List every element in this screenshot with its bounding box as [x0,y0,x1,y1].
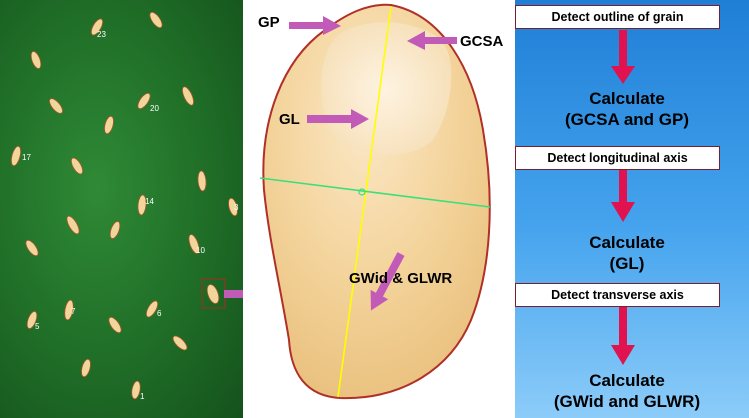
grain-number: 23 [97,30,106,39]
grain-field-svg [10,11,238,400]
gp-arrow-shaft [289,22,325,29]
grain [70,157,84,175]
longitudinal-axis [337,6,392,398]
grain [188,234,200,254]
grain [137,92,151,110]
grain-number: 3 [234,203,239,212]
grain [197,170,207,192]
calc-gl-line2: (GL) [609,254,645,273]
grain-number: 5 [35,322,40,331]
flow-arrow-3-shaft [619,307,627,349]
grain [30,51,42,69]
transverse-axis [259,177,491,208]
gcsa-arrow-shaft [423,37,457,44]
gl-arrow-shaft [307,115,353,123]
flow-arrow-3-head [611,345,635,365]
grain [145,300,159,318]
grain [25,239,39,257]
gwid-arrow [370,252,405,311]
flow-arrow-1-shaft [619,30,627,70]
grain [26,311,38,329]
grain-number: 10 [196,246,205,255]
gcsa-arrow-head [407,31,425,50]
grain [66,215,80,235]
grain [131,380,141,400]
calc-gl: Calculate (GL) [515,232,739,274]
grain [10,145,22,167]
flow-arrow-2-shaft [619,170,627,206]
grain [64,299,74,321]
grain-sample-image: 23 20 17 14 7 6 5 3 1 10 [0,0,243,418]
flow-arrow-1-head [611,66,635,84]
grain-number: 7 [71,307,76,316]
enlarged-grain-svg [259,3,491,400]
grain [137,194,147,216]
flow-arrow-2-head [611,202,635,222]
grain [108,316,122,334]
gp-arrow-head [323,16,341,35]
gl-label: GL [279,111,300,128]
gp-label: GP [258,14,280,31]
grain [81,358,91,378]
grain-number: 20 [150,104,159,113]
step-box-longitudinal: Detect longitudinal axis [515,146,720,170]
grain [109,221,121,239]
gwid-glwr-label: GWid & GLWR [349,270,453,287]
flow-arrows-svg [611,30,635,365]
calc-gcsa-gp: Calculate (GCSA and GP) [515,88,739,130]
calc-gwid-glwr-line2: (GWid and GLWR) [553,392,701,411]
grain [228,197,238,217]
gl-arrow-head [351,109,369,129]
grain [90,18,104,36]
calc-gl-line1: Calculate [589,233,665,252]
grain [172,335,188,351]
process-flowchart: Detect outline of grain Calculate (GCSA … [515,0,749,418]
calc-gwid-glwr-line1: Calculate [589,371,665,390]
grain [49,98,63,114]
gcsa-label: GCSA [460,33,504,50]
grain-number: 1 [140,392,145,401]
grain-number: 6 [157,309,162,318]
grain-diagram: GP GCSA GL GWid & GLWR [243,0,513,418]
calc-gwid-glwr: Calculate (GWid and GLWR) [515,370,739,412]
step-box-outline: Detect outline of grain [515,5,720,29]
grain [182,86,194,106]
step-box-transverse: Detect transverse axis [515,283,720,307]
grain [206,284,220,304]
grain [149,11,163,29]
grain [104,115,114,135]
calc-gcsa-gp-line1: Calculate [589,89,665,108]
grain-number: 14 [145,197,154,206]
grain-number: 17 [22,153,31,162]
axis-intersection [358,188,366,196]
calc-gcsa-gp-line2: (GCSA and GP) [564,110,690,129]
